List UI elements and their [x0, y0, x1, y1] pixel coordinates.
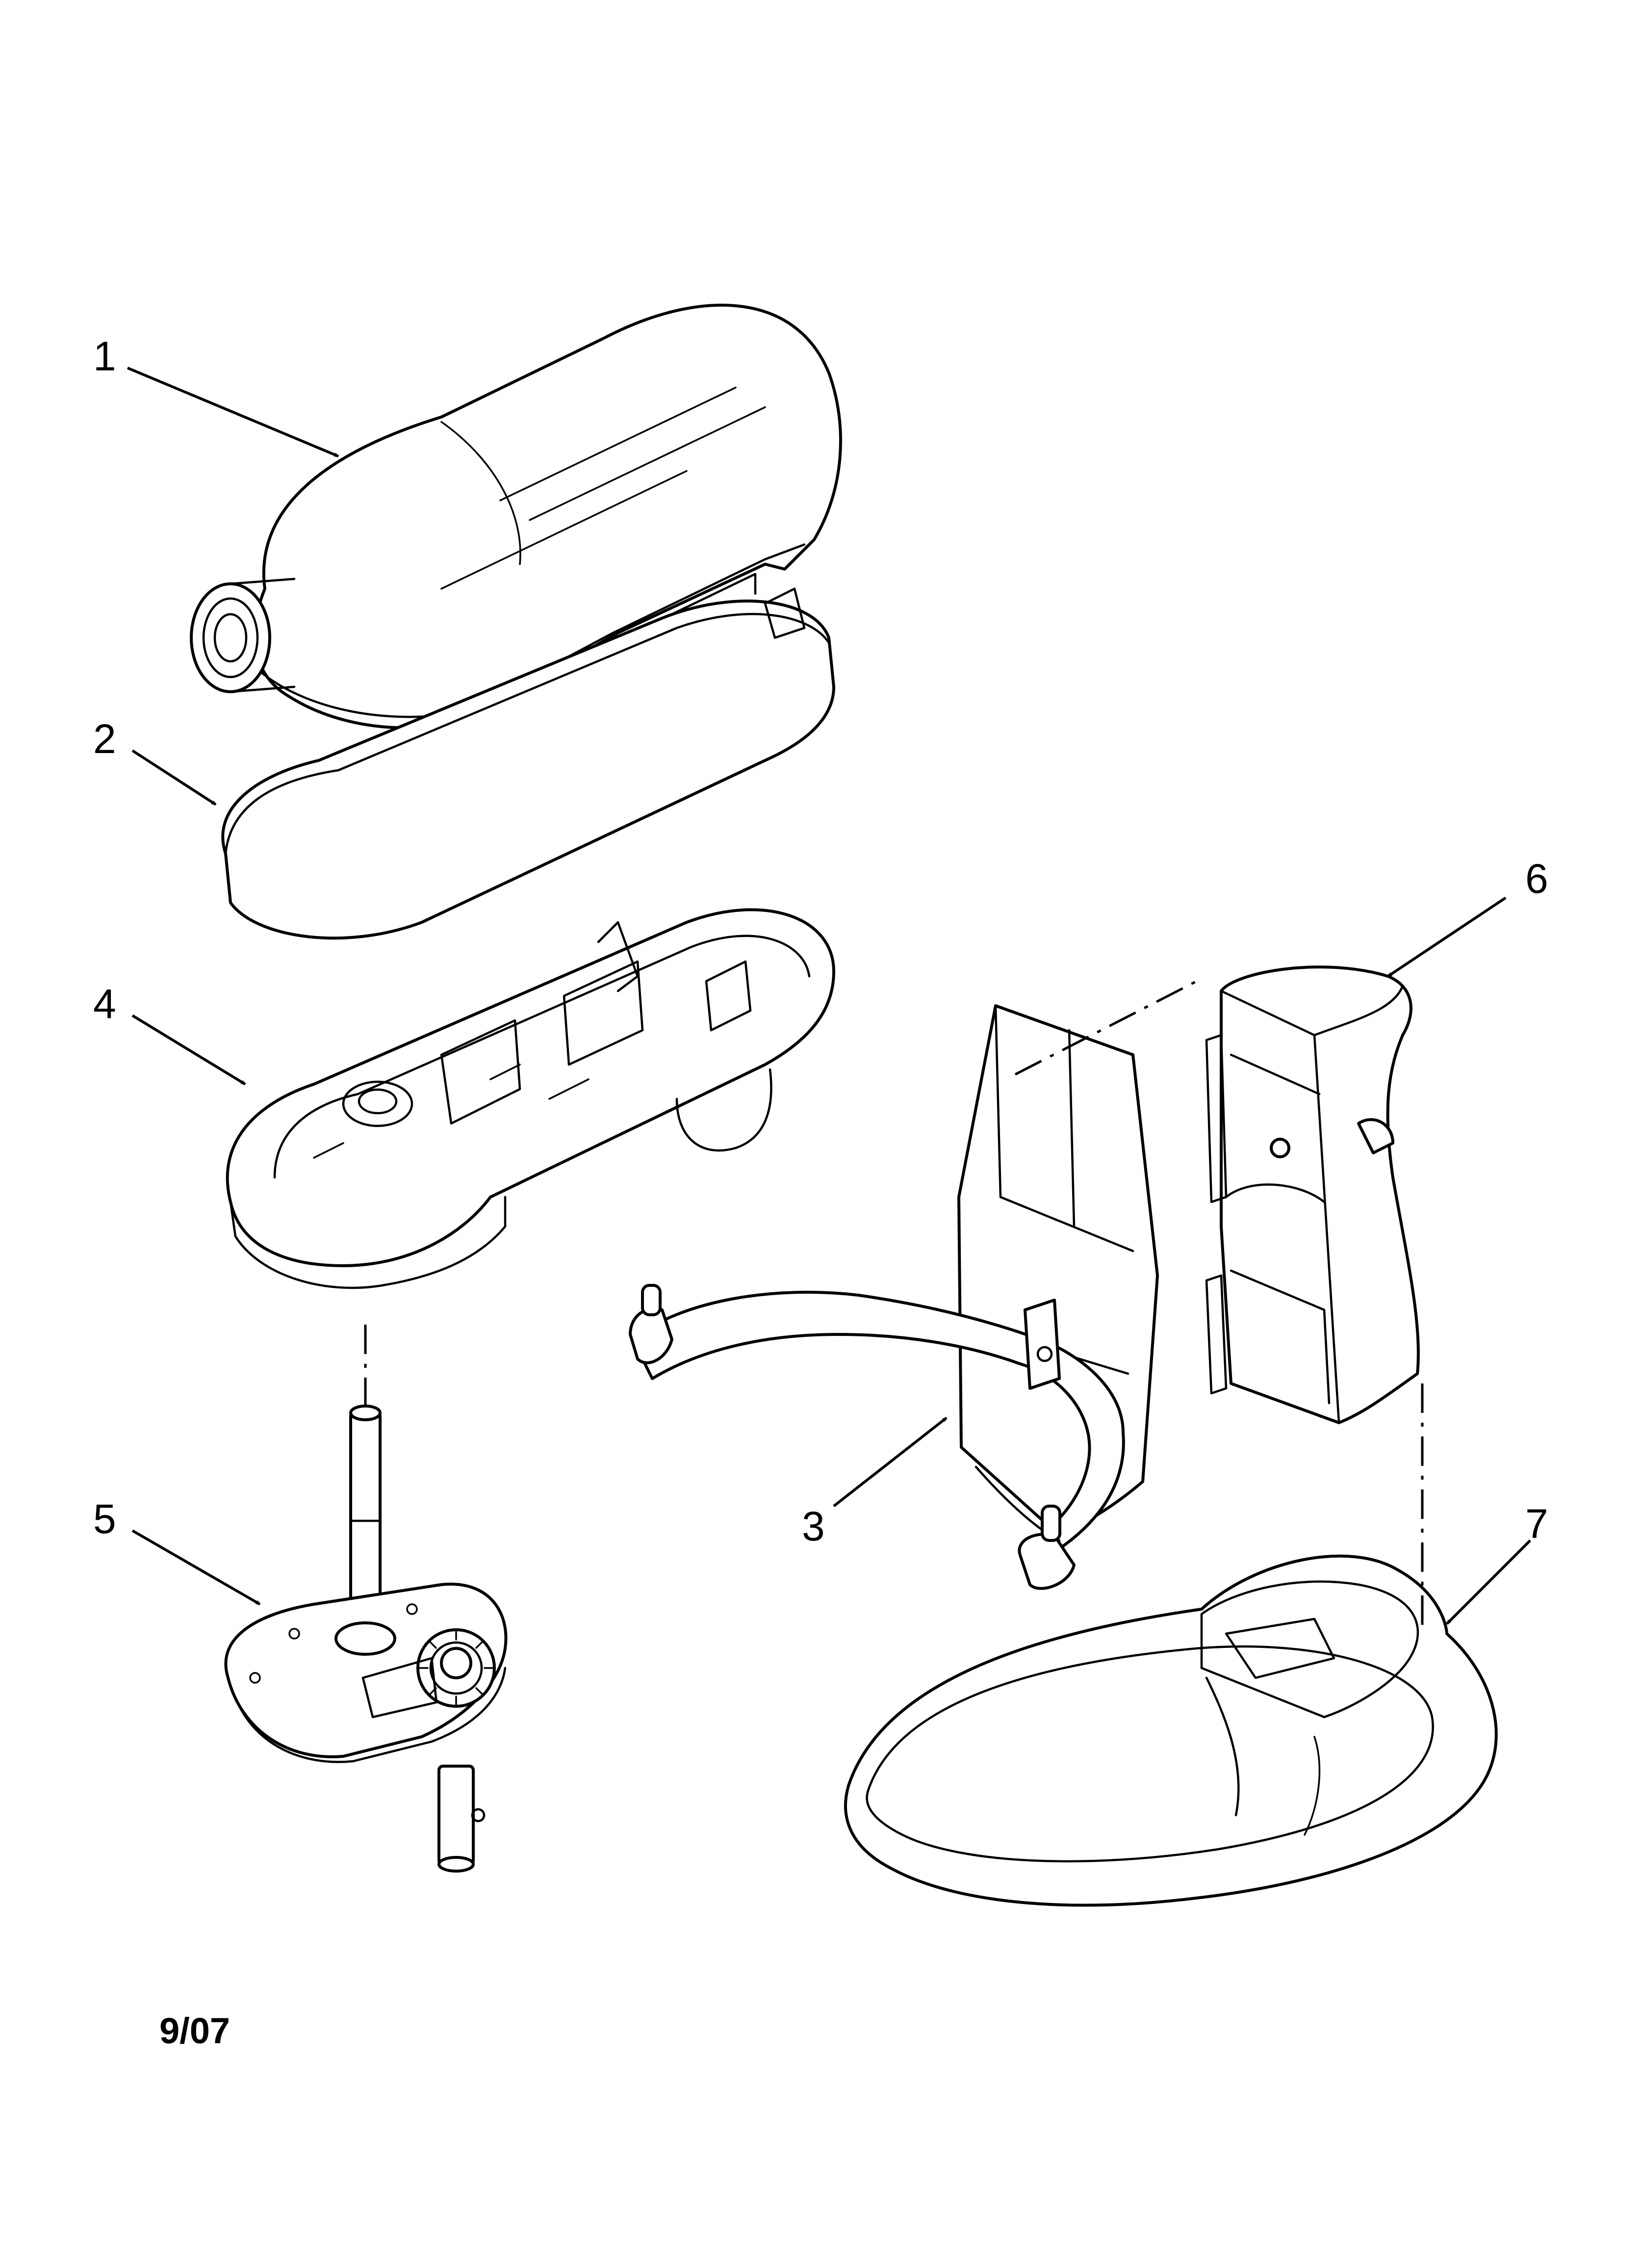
leader-5: [131, 1529, 261, 1606]
callout-6: 6: [1525, 856, 1548, 902]
part-6-column: [1205, 965, 1420, 1424]
leader-3: [833, 1416, 948, 1508]
leader-1: [127, 366, 339, 458]
callout-5: 5: [93, 1496, 116, 1542]
callout-4: 4: [93, 981, 116, 1027]
callout-3: 3: [802, 1503, 825, 1549]
part-5-output-shaft-assembly: [224, 1405, 508, 1873]
assembly-lines: [364, 980, 1424, 1634]
callout-2: 2: [93, 716, 116, 762]
leader-4: [131, 1014, 246, 1086]
revision-date: 9/07: [159, 2010, 230, 2051]
part-2-trim-band: [221, 587, 835, 940]
part-3-bowl-clamp-plate: [629, 1004, 1159, 1590]
leader-6: [1387, 896, 1507, 978]
part-7-base: [844, 1554, 1498, 1907]
callout-7: 7: [1525, 1501, 1548, 1547]
part-4-gear-housing: [226, 908, 835, 1289]
part-1-motor-housing: [190, 304, 842, 747]
leader-arrows: [127, 366, 1531, 1625]
leader-2: [131, 749, 217, 806]
callout-1: 1: [93, 333, 116, 379]
leader-7: [1446, 1539, 1531, 1625]
